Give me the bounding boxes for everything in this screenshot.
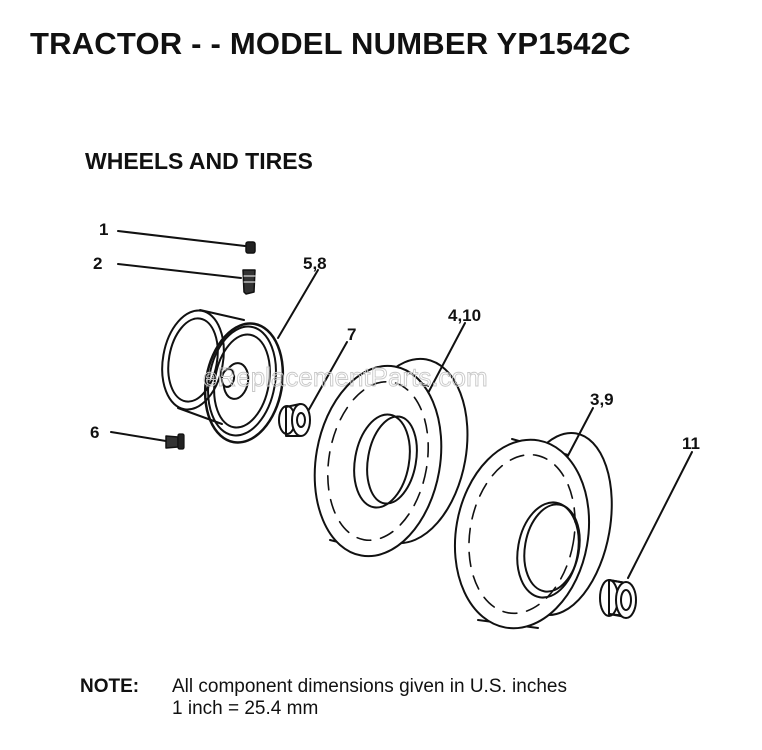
rim-ring-part xyxy=(203,269,319,444)
callout-11: 11 xyxy=(682,434,700,453)
bushing-part xyxy=(278,341,348,437)
callout-5-8: 5,8 xyxy=(303,254,327,273)
callout-4-10: 4,10 xyxy=(448,306,481,325)
bearing-part xyxy=(599,451,693,619)
valve-cap-part xyxy=(117,230,256,254)
valve-stem-part xyxy=(117,263,256,295)
callout-3-9: 3,9 xyxy=(590,390,614,409)
page-title: TRACTOR - - MODEL NUMBER YP1542C xyxy=(30,26,631,61)
callout-1: 1 xyxy=(99,220,108,239)
note-text-1: All component dimensions given in U.S. i… xyxy=(172,676,567,697)
wheel-rim-part xyxy=(161,309,277,437)
watermark-text: eReplacementParts.com xyxy=(203,362,488,392)
note-block: NOTE: All component dimensions given in U… xyxy=(80,676,567,720)
rear-tire-part xyxy=(453,407,613,630)
screw-part xyxy=(110,431,185,450)
section-title: WHEELS AND TIRES xyxy=(85,148,313,174)
note-text-2: 1 inch = 25.4 mm xyxy=(172,698,319,719)
callout-7: 7 xyxy=(347,325,356,344)
callout-6: 6 xyxy=(90,423,99,442)
front-tire-part xyxy=(313,322,469,558)
note-label: NOTE: xyxy=(80,676,140,697)
note-line-1: NOTE: All component dimensions given in U… xyxy=(80,676,567,698)
callout-2: 2 xyxy=(93,254,102,273)
